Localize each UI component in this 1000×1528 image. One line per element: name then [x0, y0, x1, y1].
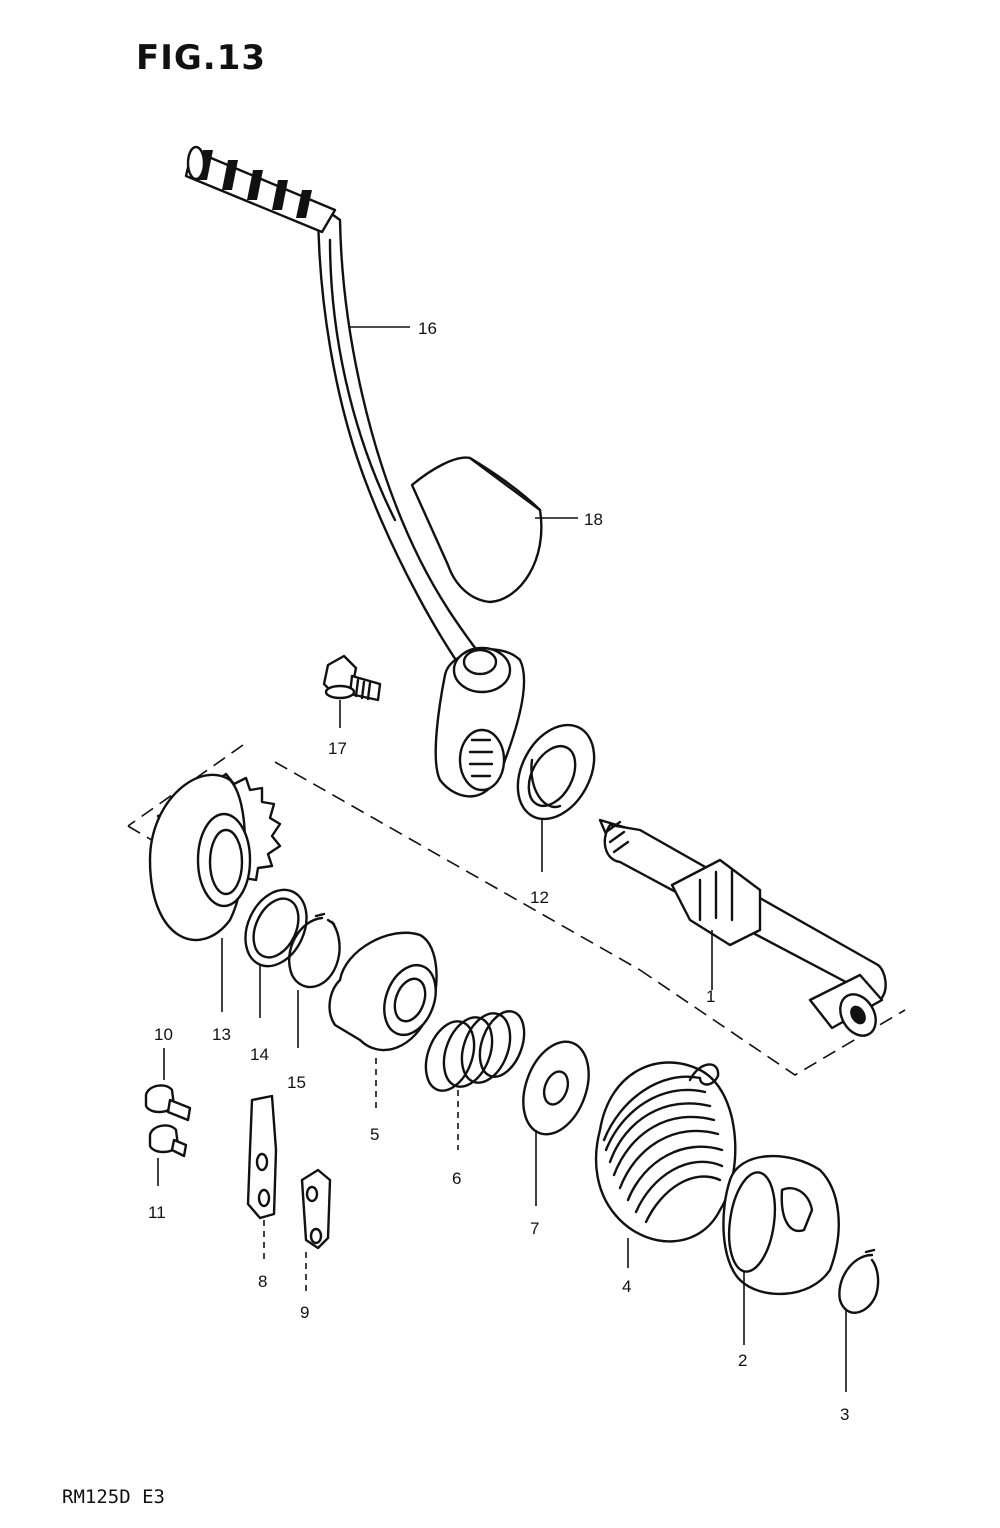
callout-11: 11: [148, 1203, 166, 1222]
callout-3: 3: [840, 1405, 849, 1424]
callout-10: 10: [154, 1025, 173, 1044]
callout-12: 12: [530, 888, 549, 907]
callout-6: 6: [452, 1169, 461, 1188]
kick-starter-shaft: [598, 818, 887, 1037]
callout-9: 9: [300, 1303, 309, 1322]
screw-10: [144, 1084, 192, 1122]
kick-gear: [148, 772, 282, 942]
oil-seal: [516, 723, 596, 821]
ratchet-spring: [424, 1010, 526, 1092]
plate-8: [246, 1094, 278, 1220]
callout-labels: 16 18 17 12 1 13 14 15 10 5 6 7 11 8 4 9…: [148, 319, 849, 1424]
spring-guide: [722, 1154, 840, 1296]
lever-cover: [410, 456, 543, 604]
callout-13: 13: [212, 1025, 231, 1044]
model-code-label: RM125D E3: [62, 1486, 165, 1508]
callout-8: 8: [258, 1272, 267, 1291]
lever-bolt: [322, 654, 382, 702]
gear-circlip: [287, 912, 341, 989]
screw-11: [148, 1124, 188, 1158]
callout-18: 18: [584, 510, 603, 529]
figure-title: FIG.13: [136, 38, 267, 78]
return-spring: [594, 1061, 737, 1243]
callout-7: 7: [530, 1219, 539, 1238]
kick-starter-lever: [184, 145, 526, 798]
shaft-circlip: [838, 1248, 880, 1314]
callout-1: 1: [706, 987, 715, 1006]
leader-lines: [157, 326, 847, 1392]
callout-5: 5: [370, 1125, 379, 1144]
callout-4: 4: [622, 1277, 631, 1296]
callout-14: 14: [250, 1045, 269, 1064]
callout-17: 17: [328, 739, 347, 758]
gear-washer: [244, 888, 308, 968]
plate-9: [300, 1168, 332, 1250]
spring-washer: [522, 1040, 590, 1136]
callout-15: 15: [287, 1073, 306, 1092]
ratchet: [328, 931, 438, 1052]
callout-16: 16: [418, 319, 437, 338]
callout-2: 2: [738, 1351, 747, 1370]
